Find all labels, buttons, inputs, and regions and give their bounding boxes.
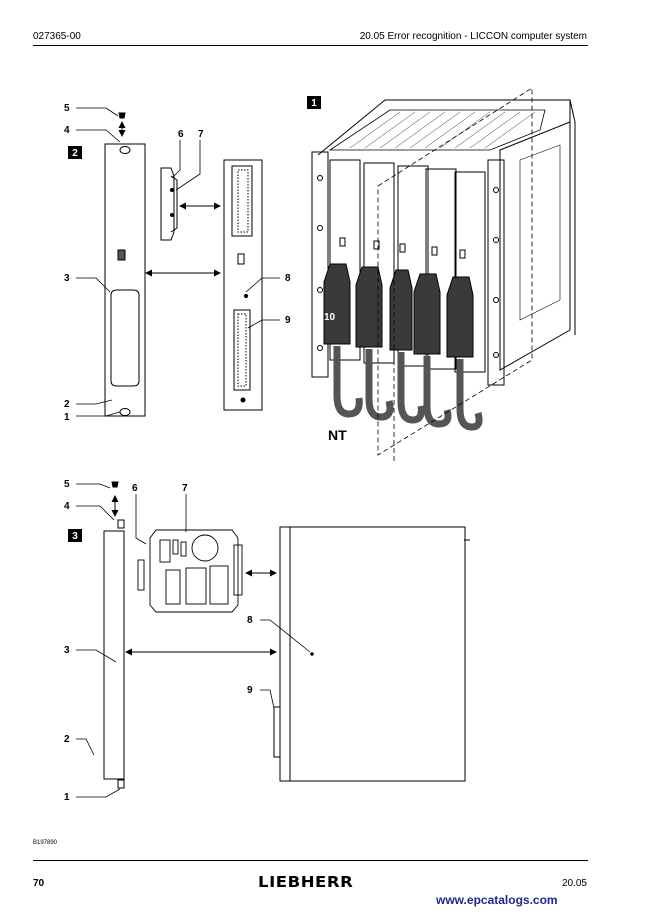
section-title: 20.05 Error recognition - LICCON compute…: [359, 31, 587, 42]
view-2-tag-label: 2: [72, 148, 78, 159]
small-circuit-board: [160, 167, 178, 241]
brand-logo: LIEBHERR: [258, 873, 354, 891]
edition: 20.05: [561, 878, 587, 889]
callout-1: 1: [64, 412, 70, 423]
figure-reference: B197890: [33, 840, 58, 846]
callout-7: 7: [198, 129, 204, 140]
view-2-exploded-module: 2: [64, 103, 291, 423]
view-2-tag: [68, 146, 82, 159]
module-connectors: [323, 263, 474, 358]
callout-7: 7: [182, 483, 188, 494]
label-connector-10: 10: [324, 312, 336, 323]
watermark: www.epcatalogs.com: [436, 893, 558, 907]
label-nt: NT: [328, 427, 347, 443]
document-id: 027365-00: [33, 31, 81, 42]
callout-1: 1: [64, 792, 70, 803]
footer-rule: [33, 860, 588, 861]
connector-cables: [333, 346, 483, 431]
callout-3: 3: [64, 645, 70, 656]
view-1-computer-rack: 1: [307, 87, 576, 462]
circuit-board-assembly: [137, 529, 243, 613]
view-1-tag: [307, 96, 321, 109]
cut-plane: [377, 87, 533, 462]
view-3-tag-label: 3: [72, 531, 78, 542]
callout-9: 9: [247, 685, 253, 696]
callout-9: 9: [285, 315, 291, 326]
view-3-exploded-module: 3: [64, 479, 470, 803]
header-rule: [33, 45, 588, 46]
front-cover-panel: [104, 143, 146, 417]
module-housing: [273, 526, 470, 782]
callout-2: 2: [64, 399, 70, 410]
callout-4: 4: [64, 501, 70, 512]
view-1-tag-label: 1: [311, 98, 317, 109]
view-3-tag: [68, 529, 82, 542]
callout-5: 5: [64, 479, 70, 490]
callout-8: 8: [247, 615, 253, 626]
callout-5: 5: [64, 103, 70, 114]
cover-plate: [103, 481, 125, 789]
screw-and-washer: [118, 112, 126, 137]
callout-8: 8: [285, 273, 291, 284]
processor-board: [223, 159, 263, 411]
page-number: 70: [33, 878, 45, 889]
callout-6: 6: [132, 483, 138, 494]
callout-3: 3: [64, 273, 70, 284]
callout-2: 2: [64, 734, 70, 745]
callout-6: 6: [178, 129, 184, 140]
callout-4: 4: [64, 125, 70, 136]
